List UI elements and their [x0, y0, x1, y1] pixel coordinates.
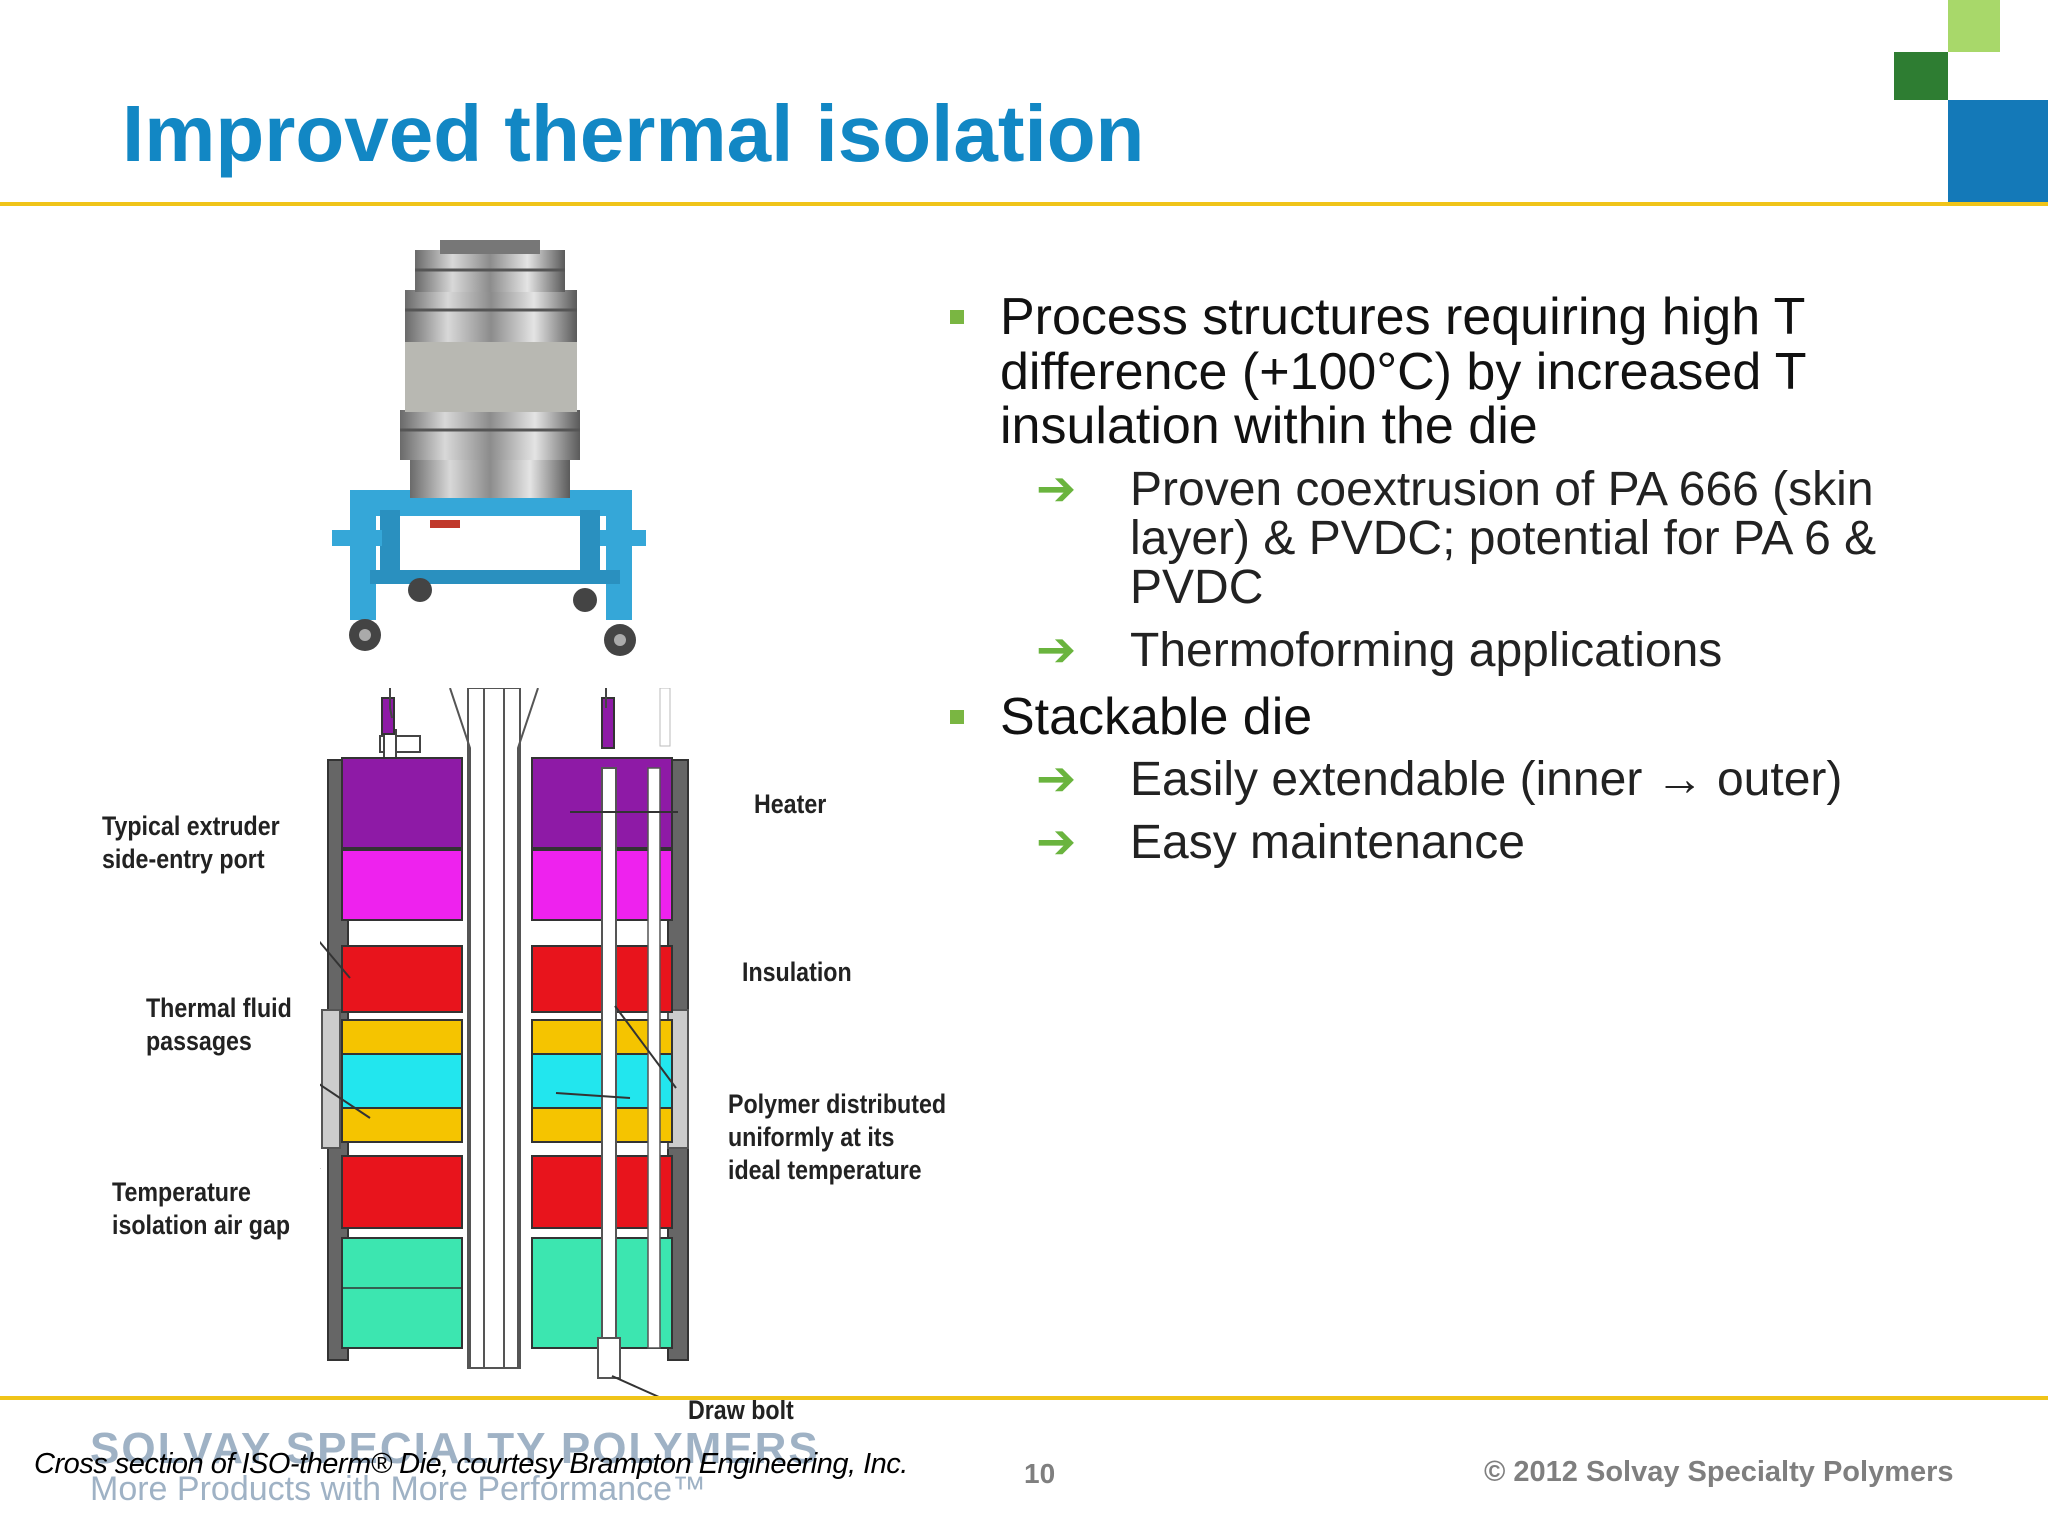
label-air-gap: Temperature isolation air gap — [112, 1176, 290, 1242]
arrow-right-icon: ➔ — [1036, 623, 1077, 677]
company-tagline: More Products with More Performance™ — [90, 1470, 706, 1508]
label-insulation: Insulation — [742, 957, 852, 987]
sub-bullet-text: Easily extendable (inner → outer) — [1130, 753, 1843, 807]
label-extruder-port: Typical extruder side-entry port — [102, 810, 280, 876]
sub-bullet-item: ➔ Easy maintenance — [950, 816, 1900, 870]
label-polymer-line3: ideal temperature — [728, 1154, 922, 1185]
label-thermal-fluid-line2: passages — [146, 1025, 252, 1056]
figure-caption: Cross section of ISO-therm® Die, courtes… — [34, 1448, 908, 1480]
arrow-right-icon: ➔ — [1036, 462, 1077, 516]
bullet-square-icon — [950, 709, 964, 724]
label-extruder-port-line2: side-entry port — [102, 843, 265, 874]
sub-bullet-item: ➔ Proven coextrusion of PA 666 (skin lay… — [950, 462, 1900, 614]
label-air-gap-line1: Temperature — [112, 1177, 251, 1207]
sub-bullet-item: ➔ Thermoforming applications — [950, 623, 1900, 677]
footer-divider — [0, 1396, 2048, 1400]
bullet-list: Process structures requiring high T diff… — [950, 290, 1900, 882]
label-heater: Heater — [754, 789, 827, 819]
bullet-text: Process structures requiring high T diff… — [1000, 288, 1806, 456]
label-thermal-fluid-line1: Thermal fluid — [146, 993, 292, 1023]
bullet-item: Stackable die — [950, 687, 1900, 746]
die-cross-section — [320, 688, 689, 1398]
arrow-right-icon: ➔ — [1036, 816, 1077, 870]
label-draw-bolt: Draw bolt — [688, 1395, 794, 1425]
page-number: 10 — [1024, 1458, 1056, 1489]
copyright-notice: © 2012 Solvay Specialty Polymers — [1484, 1456, 1954, 1488]
label-polymer-line2: uniformly at its — [728, 1121, 895, 1152]
label-polymer: Polymer distributed uniformly at its ide… — [728, 1088, 946, 1187]
sub-bullet-text: Proven coextrusion of PA 666 (skin layer… — [1130, 462, 1877, 614]
bullet-square-icon — [950, 310, 964, 324]
bullet-item: Process structures requiring high T diff… — [950, 290, 1900, 454]
label-thermal-fluid: Thermal fluid passages — [146, 992, 292, 1058]
title-divider — [0, 202, 2048, 206]
label-extruder-port-line1: Typical extruder — [102, 811, 280, 841]
corner-decoration — [0, 0, 2048, 210]
arrow-right-icon: ➔ — [1036, 753, 1077, 807]
label-polymer-line1: Polymer distributed — [728, 1089, 947, 1119]
sub-bullet-item: ➔ Easily extendable (inner → outer) — [950, 753, 1900, 807]
sub-bullet-text: Thermoforming applications — [1130, 623, 1723, 677]
sub-bullet-text: Easy maintenance — [1130, 816, 1525, 870]
die-photo — [332, 240, 646, 656]
label-air-gap-line2: isolation air gap — [112, 1209, 291, 1240]
slide-title: Improved thermal isolation — [122, 89, 1145, 178]
bullet-text: Stackable die — [1000, 687, 1313, 746]
company-logo: SOLVAY SPECIALTY POLYMERS — [90, 1424, 820, 1473]
